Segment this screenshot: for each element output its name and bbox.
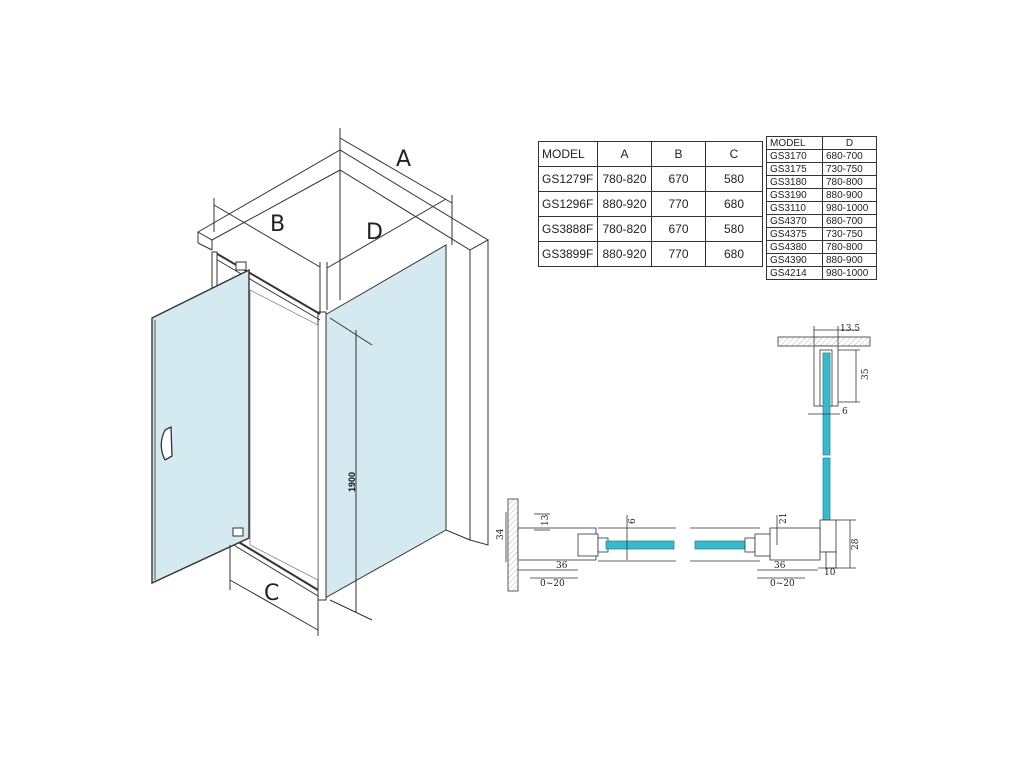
header-model: MODEL (766, 136, 823, 150)
cell-b: 670 (651, 166, 706, 192)
cell-model: GS3110 (766, 201, 823, 215)
dim-left-depth: 36 (556, 561, 568, 571)
hinge-top (235, 261, 247, 271)
dim-right-adjust: 0~20 (770, 579, 795, 589)
table-row: GS1296F 880-920 770 680 (538, 191, 763, 217)
table-header-row: MODEL D (766, 136, 877, 150)
cell-d: 680-700 (822, 149, 877, 163)
cell-a: 880-920 (597, 241, 652, 267)
dim-left-glass: 6 (628, 518, 638, 524)
label-height: 1900 (347, 472, 357, 492)
dim-bottom-height: 28 (851, 538, 861, 550)
dim-left-height: 34 (496, 528, 506, 540)
cell-model: GS1296F (538, 191, 598, 217)
cell-model: GS3175 (766, 162, 823, 176)
cell-a: 780-820 (597, 216, 652, 242)
cell-b: 770 (651, 191, 706, 217)
corner-walls (196, 149, 489, 546)
cell-d: 880-900 (822, 253, 877, 267)
cell-c: 580 (705, 166, 763, 192)
cell-model: GS4214 (766, 266, 823, 280)
top-detail-section (777, 326, 871, 569)
hinge-bottom (232, 527, 244, 537)
dim-top-width: 13.5 (840, 324, 860, 334)
corner-profile (317, 311, 327, 601)
cell-model: GS3180 (766, 175, 823, 189)
dim-bottom-gap: 10 (824, 568, 836, 578)
left-detail-section (505, 498, 676, 592)
door-glass-panel (151, 268, 250, 585)
top-glass-section (822, 352, 831, 456)
cell-c: 680 (705, 191, 763, 217)
cell-d: 980-1000 (822, 201, 877, 215)
table-header-row: MODEL A B C (538, 141, 763, 167)
left-glass-section (605, 540, 675, 550)
cell-model: GS4390 (766, 253, 823, 267)
side-glass-panel (324, 244, 447, 599)
isometric-view (151, 128, 489, 636)
cell-d: 780-800 (822, 175, 877, 189)
cell-d: 730-750 (822, 227, 877, 241)
cell-model: GS3899F (538, 241, 598, 267)
label-c: C (264, 581, 279, 606)
cell-d: 780-800 (822, 240, 877, 254)
dim-left-offset: 13 (541, 514, 551, 526)
cell-model: GS4370 (766, 214, 823, 228)
dimension-height (329, 317, 373, 621)
dim-right-offset: 21 (779, 513, 789, 524)
cell-d: 730-750 (822, 162, 877, 176)
dim-right-depth: 36 (774, 561, 786, 571)
label-d: D (366, 220, 383, 245)
dim-glass-thickness: 6 (842, 407, 848, 417)
cell-c: 680 (705, 241, 763, 267)
dim-left-adjust: 0~20 (540, 579, 565, 589)
dimension-c (229, 545, 319, 636)
cell-model: GS3888F (538, 216, 598, 242)
cell-b: 770 (651, 241, 706, 267)
header-a: A (597, 141, 652, 167)
cell-b: 670 (651, 216, 706, 242)
cell-d: 980-1000 (822, 266, 877, 280)
header-c: C (705, 141, 763, 167)
table-row: GS3899F 880-920 770 680 (538, 241, 763, 267)
cell-model: GS3190 (766, 188, 823, 202)
table-row: GS1279F 780-820 670 580 (538, 166, 763, 192)
table-row: GS3888F 780-820 670 580 (538, 216, 763, 242)
cell-a: 780-820 (597, 166, 652, 192)
cell-model: GS3170 (766, 149, 823, 163)
cell-c: 580 (705, 216, 763, 242)
door-handle (160, 425, 173, 461)
cell-d: 880-900 (822, 188, 877, 202)
header-d: D (822, 136, 877, 150)
dimension-b (213, 198, 321, 314)
right-detail-section (690, 515, 821, 579)
cell-model: GS4375 (766, 227, 823, 241)
dim-top-height: 35 (861, 368, 871, 380)
dimension-a (339, 128, 453, 245)
cell-d: 680-700 (822, 214, 877, 228)
label-b: B (270, 212, 285, 237)
header-model: MODEL (538, 141, 598, 167)
dimension-d (326, 198, 447, 310)
label-a: A (396, 147, 411, 172)
cell-a: 880-920 (597, 191, 652, 217)
dimension-table-abc: MODEL A B C GS1279F 780-820 670 580 GS12… (538, 141, 763, 267)
cell-model: GS1279F (538, 166, 598, 192)
right-glass-section (694, 540, 748, 550)
header-b: B (651, 141, 706, 167)
cell-model: GS4380 (766, 240, 823, 254)
